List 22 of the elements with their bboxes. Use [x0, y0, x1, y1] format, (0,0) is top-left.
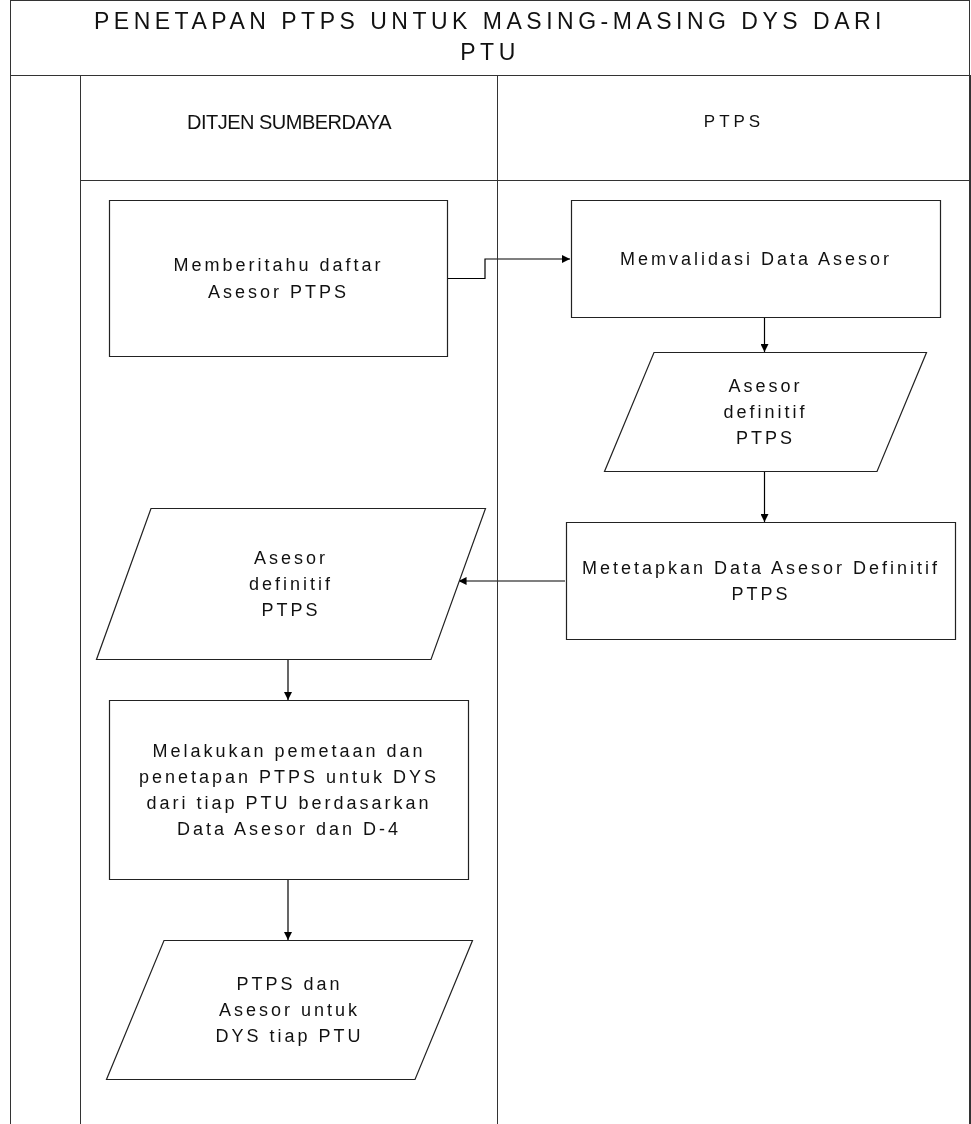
lane-title: DITJEN SUMBERDAYA — [185, 110, 393, 135]
node-text: Melakukan pemetaan dan penetapan PTPS untuk DYS dari tiap PTU berdasarkan Data Asesor dan D-4 — [137, 739, 441, 842]
node-text: Memvalidasi Data Asesor — [618, 247, 894, 271]
node-text: Metetapkan Data Asesor Definitif PTPS — [580, 556, 942, 606]
arrow — [458, 577, 566, 585]
data-parallelogram — [106, 940, 473, 1080]
process-box — [571, 200, 941, 318]
arrow — [760, 317, 769, 353]
process-box — [109, 200, 448, 357]
arrow — [760, 471, 769, 523]
node-text: Asesor definitif PTPS — [247, 546, 334, 623]
node-text: Asesor definitif PTPS — [722, 374, 809, 451]
diagram-title: PENETAPAN PTPS UNTUK MASING-MASING DYS DARI PTU — [93, 7, 887, 67]
arrow — [284, 879, 292, 941]
node-text: Memberitahu daftar Asesor PTPS — [172, 254, 385, 304]
arrow — [284, 659, 292, 701]
process-box — [109, 700, 469, 880]
data-parallelogram — [96, 508, 486, 660]
lane-title: PTPS — [702, 111, 766, 134]
node-text: PTPS dan Asesor untuk DYS tiap PTU — [214, 972, 365, 1049]
process-box — [566, 522, 956, 640]
data-parallelogram — [604, 352, 927, 472]
